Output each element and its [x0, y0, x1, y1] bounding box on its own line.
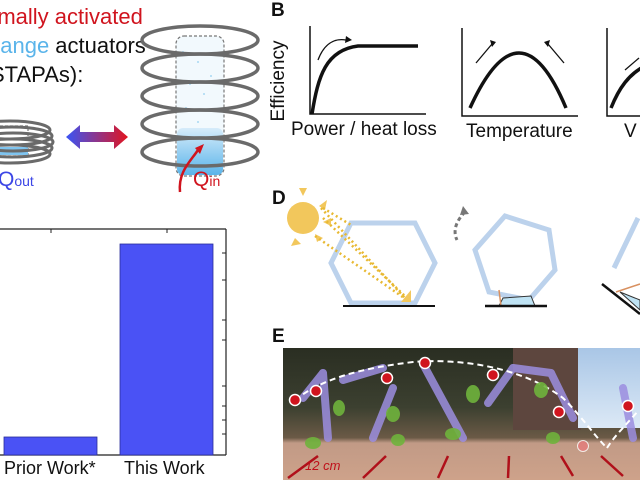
panel-d-label: D — [272, 188, 286, 209]
sun-illumination-diagram — [287, 188, 438, 307]
intro-line-2: hange actuators — [0, 31, 146, 60]
compressed-actuator-illustration — [0, 119, 55, 165]
panel-b-label: B — [271, 0, 285, 21]
scale-label: 12 cm — [305, 458, 341, 473]
bar-prior-work — [3, 436, 98, 456]
bar-label-this-work: This Work — [124, 458, 205, 478]
plot-2-xlabel: Temperature — [466, 121, 573, 142]
q-in-symbol: Q — [193, 168, 210, 191]
intro-phase-change-text: hange — [0, 33, 50, 58]
intro-line-3: STAPAs): — [0, 62, 84, 87]
intro-line-1: rmally activated — [0, 4, 143, 29]
robot-overlay — [287, 356, 640, 480]
double-arrow-icon — [66, 125, 128, 149]
panel-e-label: E — [272, 326, 285, 347]
q-out-label: Qout — [0, 168, 34, 192]
plot-3-xlabel: V — [624, 121, 637, 142]
q-out-symbol: Q — [0, 168, 15, 191]
rolling-robot-photo: 12 cm — [283, 348, 640, 480]
q-in-label: Qin — [193, 168, 220, 192]
efficiency-vs-power-plot — [309, 26, 426, 115]
rolling-frame-diagram — [453, 206, 558, 308]
bar-label-prior-work: Prior Work* — [4, 458, 96, 478]
plot-1-xlabel: Power / heat loss — [291, 119, 437, 140]
tilted-frame-diagram — [601, 216, 640, 315]
intro-actuators-text: actuators — [49, 33, 146, 58]
efficiency-vs-temperature-plot — [461, 28, 578, 117]
q-in-subscript: in — [209, 173, 221, 189]
expanded-actuator-illustration — [140, 24, 260, 193]
bar-chart — [0, 228, 227, 456]
efficiency-vs-v-plot — [606, 28, 640, 117]
bar-this-work — [119, 243, 214, 456]
q-out-subscript: out — [14, 173, 34, 189]
efficiency-axis-label: Efficiency — [268, 40, 289, 122]
